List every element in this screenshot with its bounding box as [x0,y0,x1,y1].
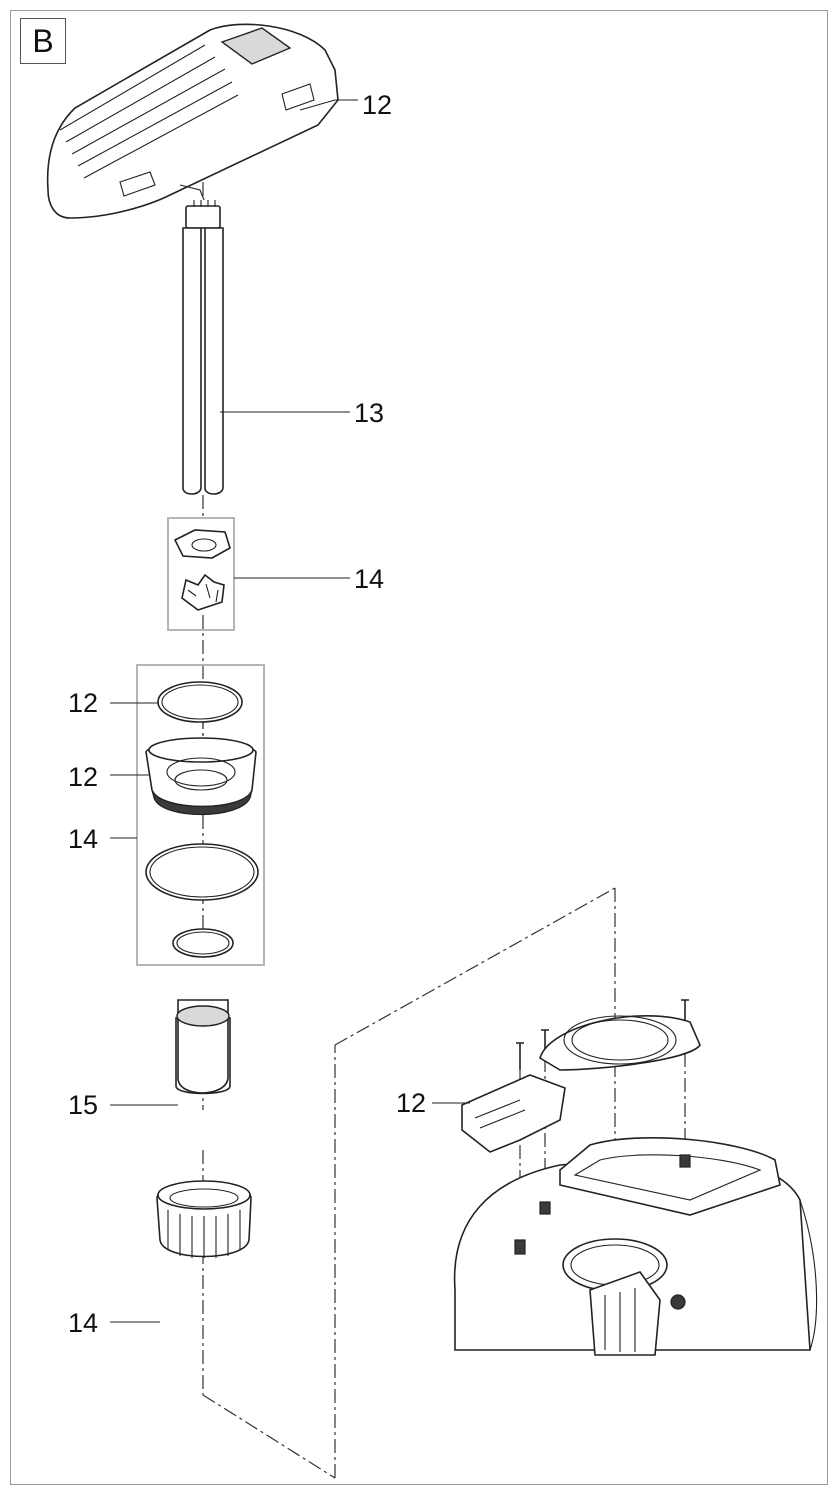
callout-quartz-glass: 15 [68,1090,99,1120]
callout-housing-cover: 12 [362,90,393,120]
callout-seal-set: 14 [68,824,99,854]
union-nut-part [156,1180,252,1258]
callout-mounting-bracket: 12 [396,1088,427,1118]
callout-o-ring-upper: 12 [68,688,99,718]
callout-lamp-holder-set: 14 [354,564,385,594]
seal-set-part [136,664,265,966]
mounting-bracket-part [453,999,818,1356]
figure-badge: B [20,18,66,64]
lamp-holder-set-part [167,517,235,631]
uvc-lamp-part [182,200,224,495]
callout-union-nut: 14 [68,1308,99,1338]
leader-lines [110,99,470,1323]
callout-bayonet-ring: 12 [68,762,99,792]
assembly-axis-upper-diagonal [334,887,616,1046]
housing-cover-part [46,23,339,219]
quartz-glass-part [175,999,231,1095]
assembly-axis-diagonal [202,1394,336,1479]
figure-frame [10,10,828,1485]
callout-uvc-lamp: 13 [354,398,385,428]
